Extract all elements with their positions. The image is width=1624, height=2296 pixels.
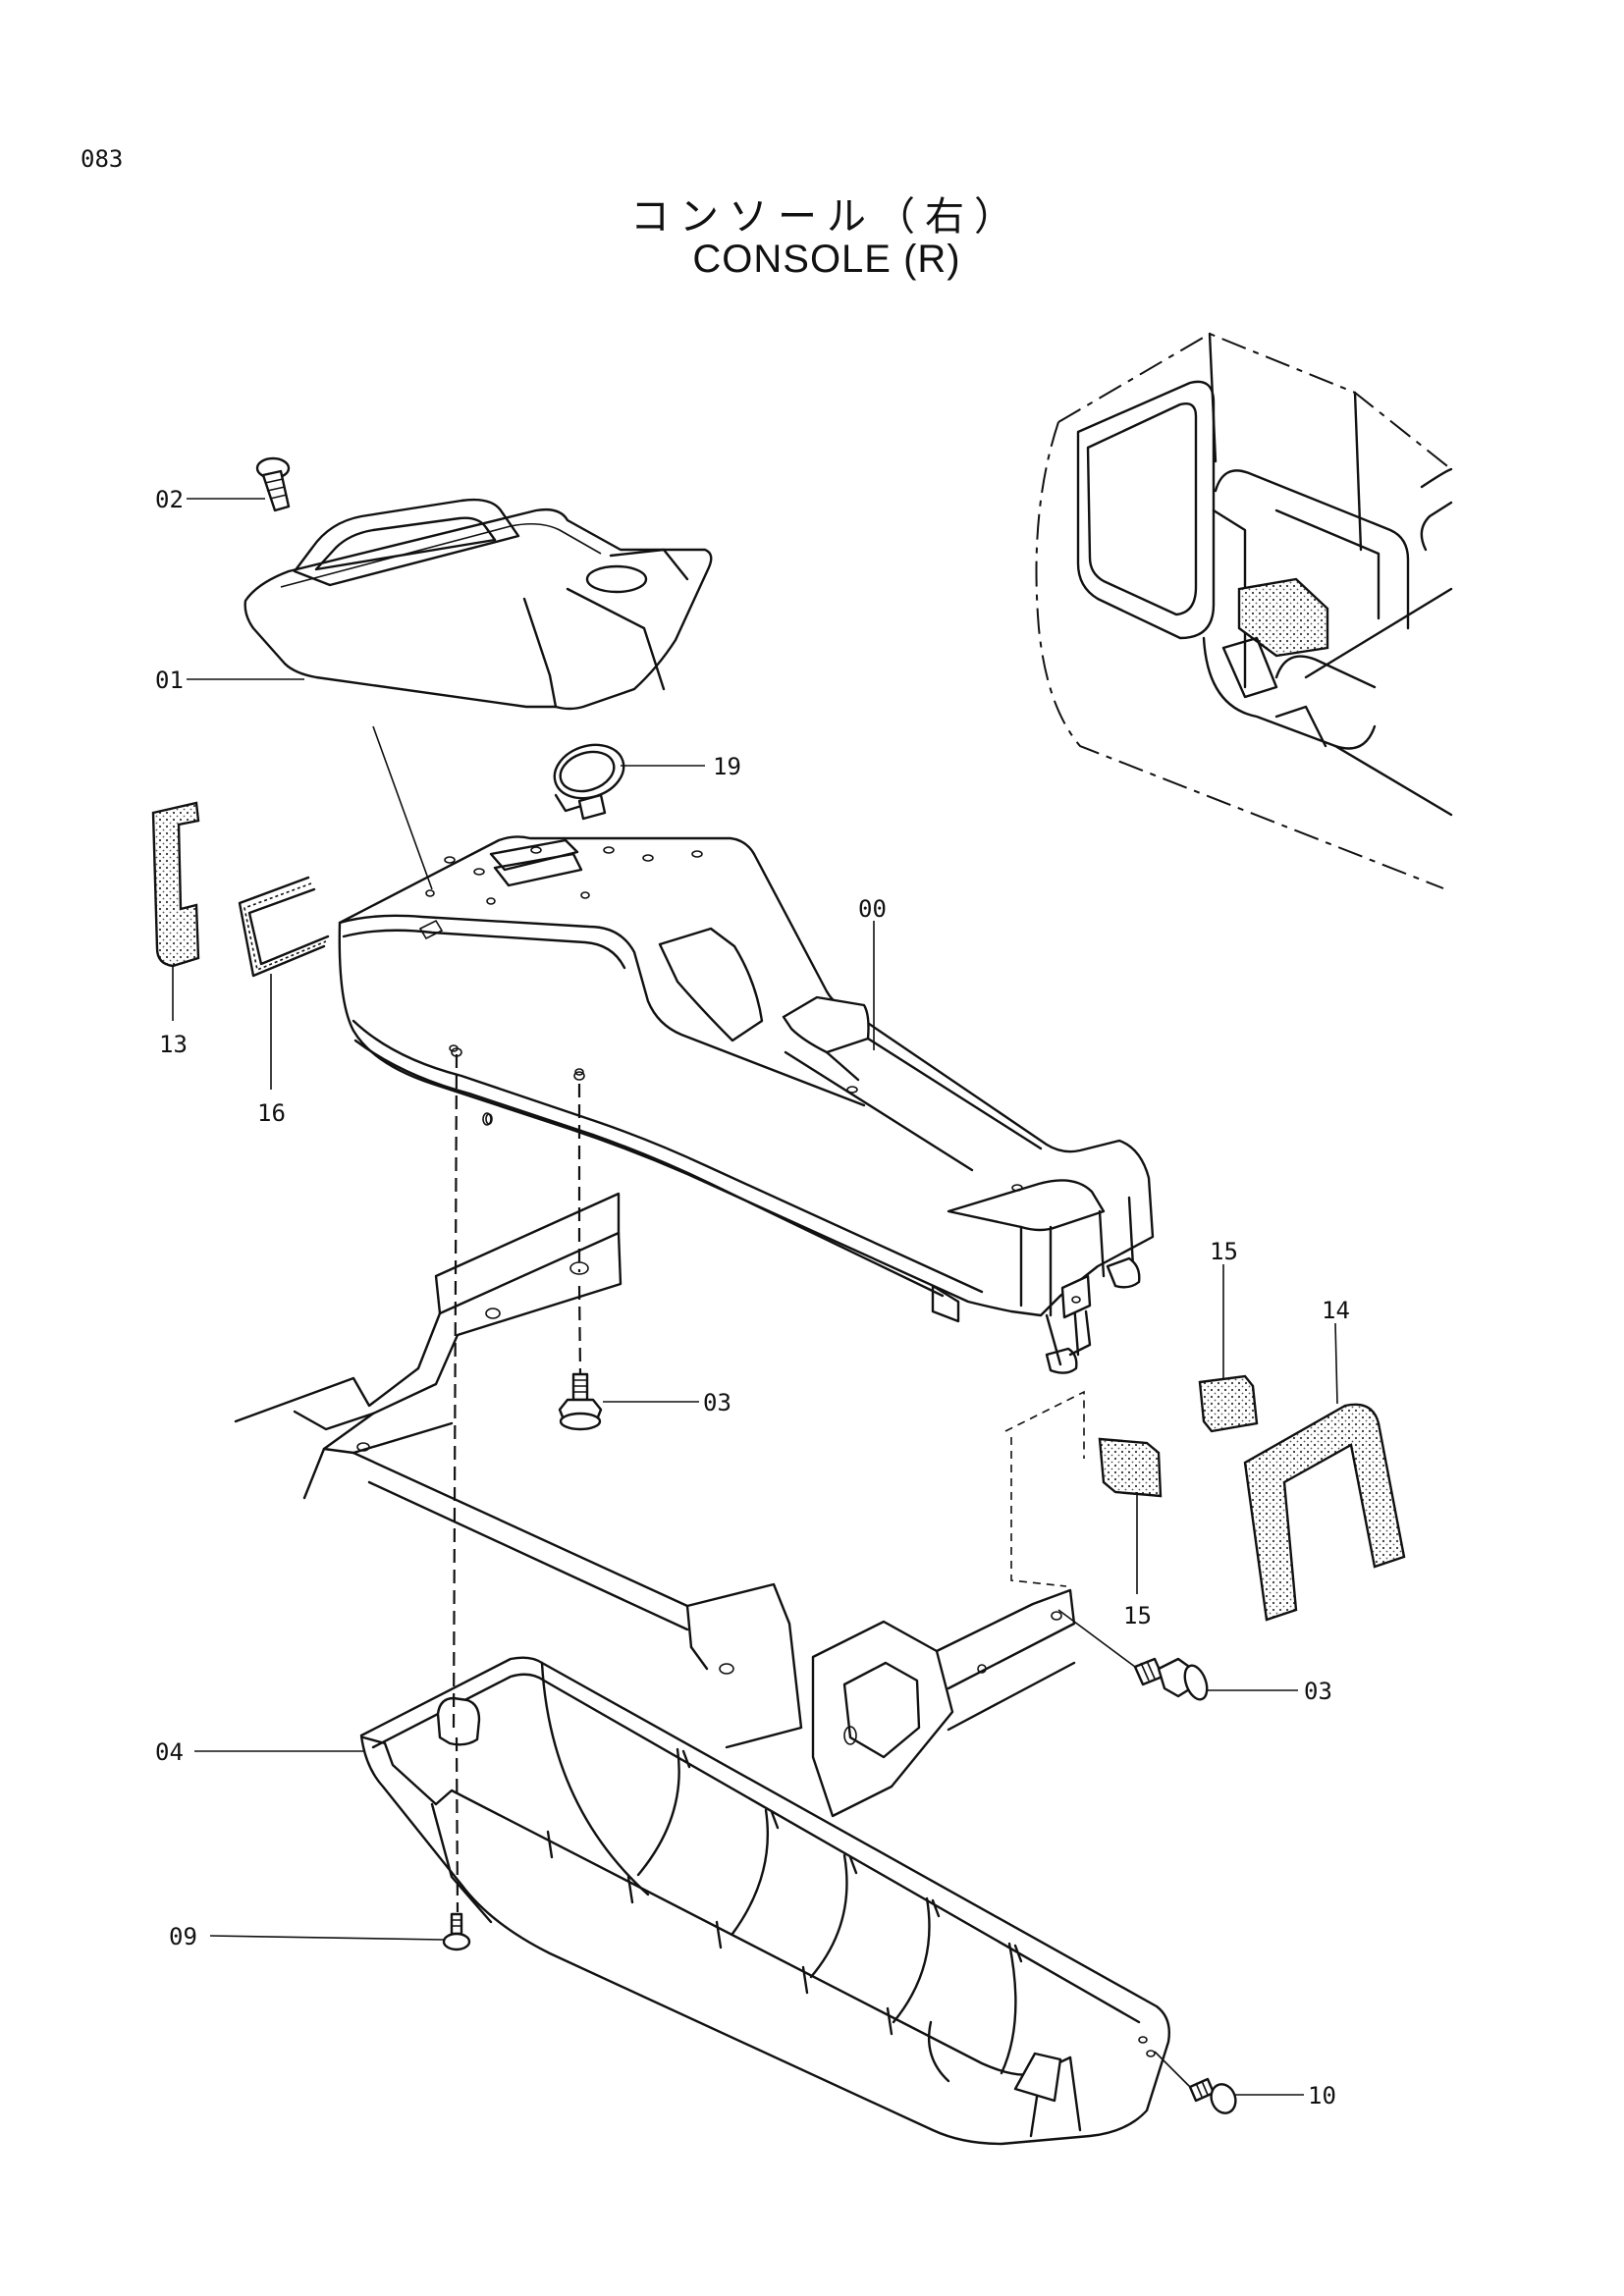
floor-frame-structure bbox=[234, 1192, 1085, 1818]
part-01-top-cover bbox=[244, 498, 713, 711]
callout-14: 14 bbox=[1322, 1297, 1350, 1324]
callout-00: 00 bbox=[858, 895, 887, 923]
leader-lines bbox=[172, 498, 1338, 2096]
callout-19: 19 bbox=[713, 753, 741, 780]
callout-01: 01 bbox=[155, 667, 184, 694]
part-09-screw bbox=[442, 1912, 471, 1951]
callout-13: 13 bbox=[159, 1031, 188, 1058]
part-03-bolt-upper bbox=[558, 1372, 603, 1431]
callout-15-upper: 15 bbox=[1210, 1238, 1238, 1265]
part-04-under-cover bbox=[359, 1656, 1170, 2146]
callout-04: 04 bbox=[155, 1738, 184, 1766]
cab-overview-illustration bbox=[1035, 332, 1453, 889]
part-13-foam-seal bbox=[151, 801, 200, 968]
part-10-screw bbox=[1188, 2077, 1237, 2114]
callout-labels: 02 01 19 00 13 16 03 15 14 15 03 04 09 1… bbox=[155, 486, 1350, 2109]
part-03-bolt-lower bbox=[1133, 1657, 1209, 1701]
callout-09: 09 bbox=[169, 1923, 197, 1950]
part-19-clamp bbox=[553, 743, 625, 821]
part-16-foam-strip bbox=[238, 876, 330, 978]
callout-03-lower: 03 bbox=[1304, 1678, 1332, 1705]
callout-10: 10 bbox=[1308, 2082, 1336, 2109]
callout-03-upper: 03 bbox=[703, 1389, 731, 1416]
part-02-screw bbox=[255, 456, 291, 512]
callout-15-lower: 15 bbox=[1123, 1602, 1152, 1629]
part-15-foam-pad-lower bbox=[1098, 1437, 1163, 1498]
page-number: 083 bbox=[81, 145, 124, 173]
page-title-japanese: コンソール（右） bbox=[630, 194, 1023, 240]
part-15-foam-pad-upper bbox=[1198, 1374, 1259, 1433]
part-14-u-foam-seal bbox=[1243, 1403, 1406, 1622]
assembly-lines bbox=[372, 725, 1191, 2088]
callout-16: 16 bbox=[257, 1099, 286, 1127]
page-title-english: CONSOLE (R) bbox=[692, 238, 961, 281]
part-00-console-body bbox=[338, 835, 1155, 1374]
callout-02: 02 bbox=[155, 486, 184, 513]
